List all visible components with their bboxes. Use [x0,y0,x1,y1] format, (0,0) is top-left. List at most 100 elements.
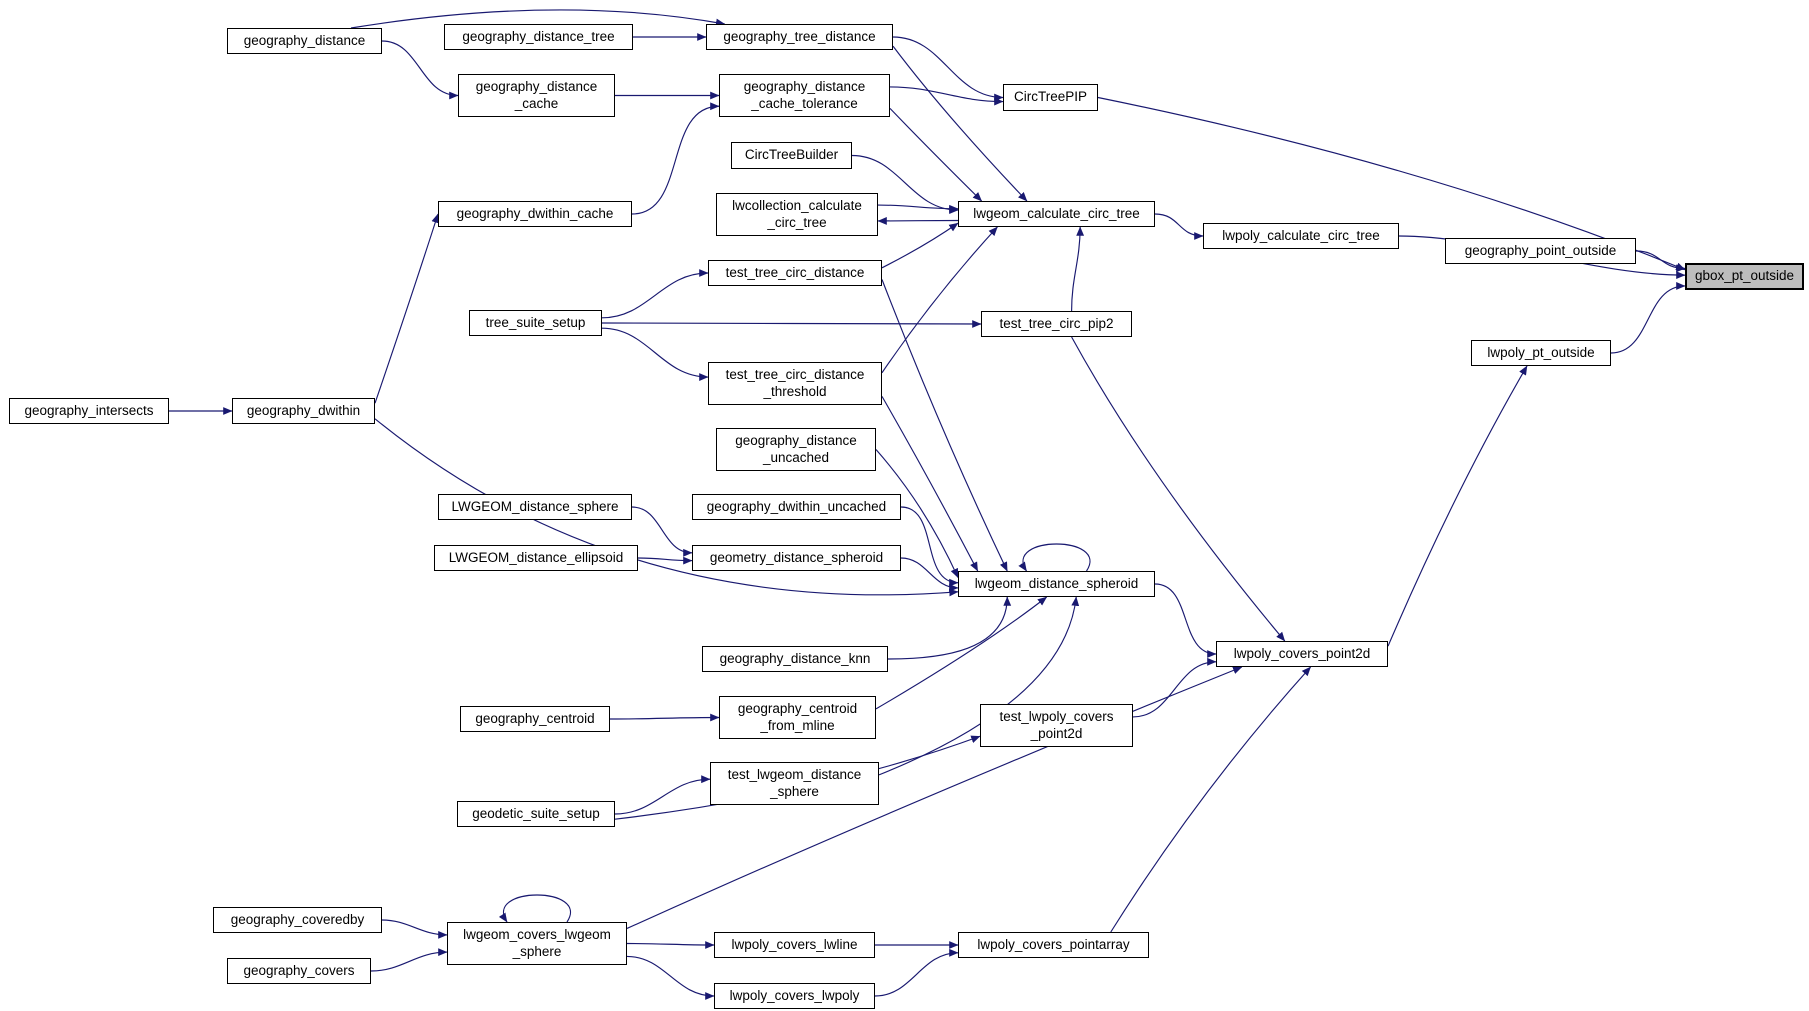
node-label: gbox_pt_outside [1694,268,1795,284]
edge-lwgeom_covers_lwgeom_sphere--lwpoly_covers_lwline [626,941,715,949]
node-geography_distance_cache[interactable]: geography_distance_cache [458,74,615,117]
edge-LWGEOM_distance_sphere--geometry_distance_spheroid [631,506,693,557]
node-LWGEOM_distance_ellipsoid[interactable]: LWGEOM_distance_ellipsoid [434,545,638,571]
node-lwpoly_covers_lwpoly[interactable]: lwpoly_covers_lwpoly [714,983,875,1009]
node-geography_dwithin_uncached[interactable]: geography_dwithin_uncached [692,494,901,520]
edge-lwgeom_distance_spheroid--lwpoly_covers_point2d [1154,583,1217,658]
node-tree_suite_setup[interactable]: tree_suite_setup [469,310,602,336]
node-label: geography_point_outside [1464,242,1617,258]
node-label: lwpoly_covers_pointarray [977,936,1130,952]
node-label: _sphere [770,783,819,799]
node-label: test_tree_circ_distance [725,264,865,280]
node-label: CircTreePIP [1013,89,1087,105]
node-label: geography_distance [735,432,857,448]
node-label: _sphere [512,943,562,959]
node-lwgeom_covers_lwgeom_sphere[interactable]: lwgeom_covers_lwgeom_sphere [447,922,627,965]
edge-lwpoly_covers_pointarray--lwpoly_covers_point2d [1110,666,1312,933]
node-lwcollection_calculate_circ_tree[interactable]: lwcollection_calculate_circ_tree [716,193,878,236]
edge-geography_coveredby--lwgeom_covers_lwgeom_sphere [381,919,448,939]
edge-geography_dwithin--geography_dwithin_cache [374,213,440,404]
node-label: geography_dwithin_uncached [706,498,887,514]
edge-geography_distance--geography_distance_cache [381,40,459,100]
node-geography_covers[interactable]: geography_covers [227,958,371,984]
node-lwpoly_covers_point2d[interactable]: lwpoly_covers_point2d [1216,641,1388,667]
edge-geography_tree_distance--lwgeom_calculate_circ_tree [892,45,1028,202]
edge-geodetic_suite_setup--test_lwgeom_distance_sphere [614,775,711,815]
node-lwpoly_covers_lwline[interactable]: lwpoly_covers_lwline [714,932,875,958]
node-lwpoly_covers_pointarray[interactable]: lwpoly_covers_pointarray [958,932,1149,958]
edge-geography_point_outside--gbox_pt_outside [1635,250,1686,273]
node-geometry_distance_spheroid[interactable]: geometry_distance_spheroid [692,545,901,571]
node-geography_tree_distance[interactable]: geography_tree_distance [706,24,893,50]
node-geography_centroid[interactable]: geography_centroid [460,706,610,732]
node-geography_distance_uncached[interactable]: geography_distance_uncached [716,428,876,471]
edge-lwgeom_calculate_circ_tree--lwpoly_calculate_circ_tree [1154,213,1204,240]
node-label: test_lwgeom_distance [727,766,862,782]
node-label: geography_distance [243,32,366,48]
edge-lwpoly_covers_point2d--lwpoly_pt_outside [1387,365,1528,647]
node-label: geodetic_suite_setup [472,805,600,821]
node-label: geography_distance [475,78,598,94]
edge-geography_distance_cache_tolerance--CircTreePIP [889,86,1004,106]
node-lwgeom_distance_spheroid[interactable]: lwgeom_distance_spheroid [958,571,1155,597]
node-label: lwpoly_pt_outside [1487,344,1595,360]
edge-lwgeom_covers_lwgeom_sphere--lwgeom_covers_lwgeom_sphere [498,894,571,923]
node-geography_coveredby[interactable]: geography_coveredby [213,907,382,933]
node-test_lwpoly_covers_point2d[interactable]: test_lwpoly_covers_point2d [980,704,1133,747]
node-geodetic_suite_setup[interactable]: geodetic_suite_setup [457,801,615,827]
node-CircTreePIP[interactable]: CircTreePIP [1003,84,1098,111]
edge-geography_centroid--geography_centroid_from_mline [609,713,720,722]
edge-lwgeom_covers_lwgeom_sphere--lwpoly_covers_point2d [626,666,1243,929]
node-label: lwpoly_covers_point2d [1233,645,1371,661]
node-test_tree_circ_distance_threshold[interactable]: test_tree_circ_distance_threshold [708,362,882,405]
edge-geography_dwithin_cache--geography_distance_cache_tolerance [631,102,720,215]
node-test_lwgeom_distance_sphere[interactable]: test_lwgeom_distance_sphere [710,762,879,805]
node-label: lwpoly_covers_lwpoly [729,987,860,1003]
node-label: lwgeom_covers_lwgeom [463,926,611,942]
node-label: lwgeom_calculate_circ_tree [973,205,1140,221]
node-geography_centroid_from_mline[interactable]: geography_centroid_from_mline [719,696,876,739]
node-LWGEOM_distance_sphere[interactable]: LWGEOM_distance_sphere [438,494,632,520]
node-label: _threshold [763,383,827,399]
node-label: lwgeom_distance_spheroid [974,575,1139,591]
edge-lwgeom_covers_lwgeom_sphere--lwpoly_covers_lwpoly [626,955,715,1000]
edge-test_tree_circ_distance_threshold--lwgeom_calculate_circ_tree [881,226,998,374]
edge-geography_centroid_from_mline--lwgeom_distance_spheroid [875,596,1048,710]
node-geography_intersects[interactable]: geography_intersects [9,398,169,424]
edge-LWGEOM_distance_ellipsoid--geometry_distance_spheroid [637,556,693,565]
edge-geography_dwithin_uncached--lwgeom_distance_spheroid [900,506,959,587]
node-label: lwpoly_covers_lwline [731,936,858,952]
node-lwpoly_calculate_circ_tree[interactable]: lwpoly_calculate_circ_tree [1203,223,1399,249]
node-geography_distance_cache_tolerance[interactable]: geography_distance_cache_tolerance [719,74,890,117]
node-test_tree_circ_pip2[interactable]: test_tree_circ_pip2 [981,311,1132,337]
node-label: test_lwpoly_covers [999,708,1114,724]
edge-test_lwgeom_distance_sphere--lwgeom_distance_spheroid [878,596,1080,776]
node-geography_distance[interactable]: geography_distance [227,28,382,54]
edge-geography_tree_distance--CircTreePIP [892,36,1004,102]
node-CircTreeBuilder[interactable]: CircTreeBuilder [731,142,852,169]
node-label: geometry_distance_spheroid [709,549,884,565]
node-label: lwcollection_calculate [732,197,862,213]
node-test_tree_circ_distance[interactable]: test_tree_circ_distance [708,260,882,286]
edge-test_tree_circ_pip2--lwpoly_covers_point2d [1071,336,1286,642]
node-geography_dwithin[interactable]: geography_dwithin [232,398,375,424]
node-lwpoly_pt_outside[interactable]: lwpoly_pt_outside [1471,340,1611,366]
node-label: geography_distance_knn [719,650,871,666]
node-geography_dwithin_cache[interactable]: geography_dwithin_cache [438,201,632,227]
node-label: geography_covers [243,962,355,978]
node-label: LWGEOM_distance_ellipsoid [448,549,624,565]
edge-lwpoly_pt_outside--gbox_pt_outside [1610,282,1686,354]
node-geography_distance_tree[interactable]: geography_distance_tree [444,24,633,50]
node-lwgeom_calculate_circ_tree[interactable]: lwgeom_calculate_circ_tree [958,201,1155,227]
node-label: geography_dwithin_cache [456,205,614,221]
node-label: LWGEOM_distance_sphere [451,498,619,514]
node-geography_distance_knn[interactable]: geography_distance_knn [702,646,888,672]
node-label: geography_dwithin [246,402,361,418]
node-label: CircTreeBuilder [744,147,839,163]
edge-test_tree_circ_distance--lwgeom_calculate_circ_tree [881,222,959,269]
node-geography_point_outside[interactable]: geography_point_outside [1445,238,1636,264]
edge-geography_distance_uncached--lwgeom_distance_spheroid [875,449,959,578]
node-label: _cache [514,95,559,111]
